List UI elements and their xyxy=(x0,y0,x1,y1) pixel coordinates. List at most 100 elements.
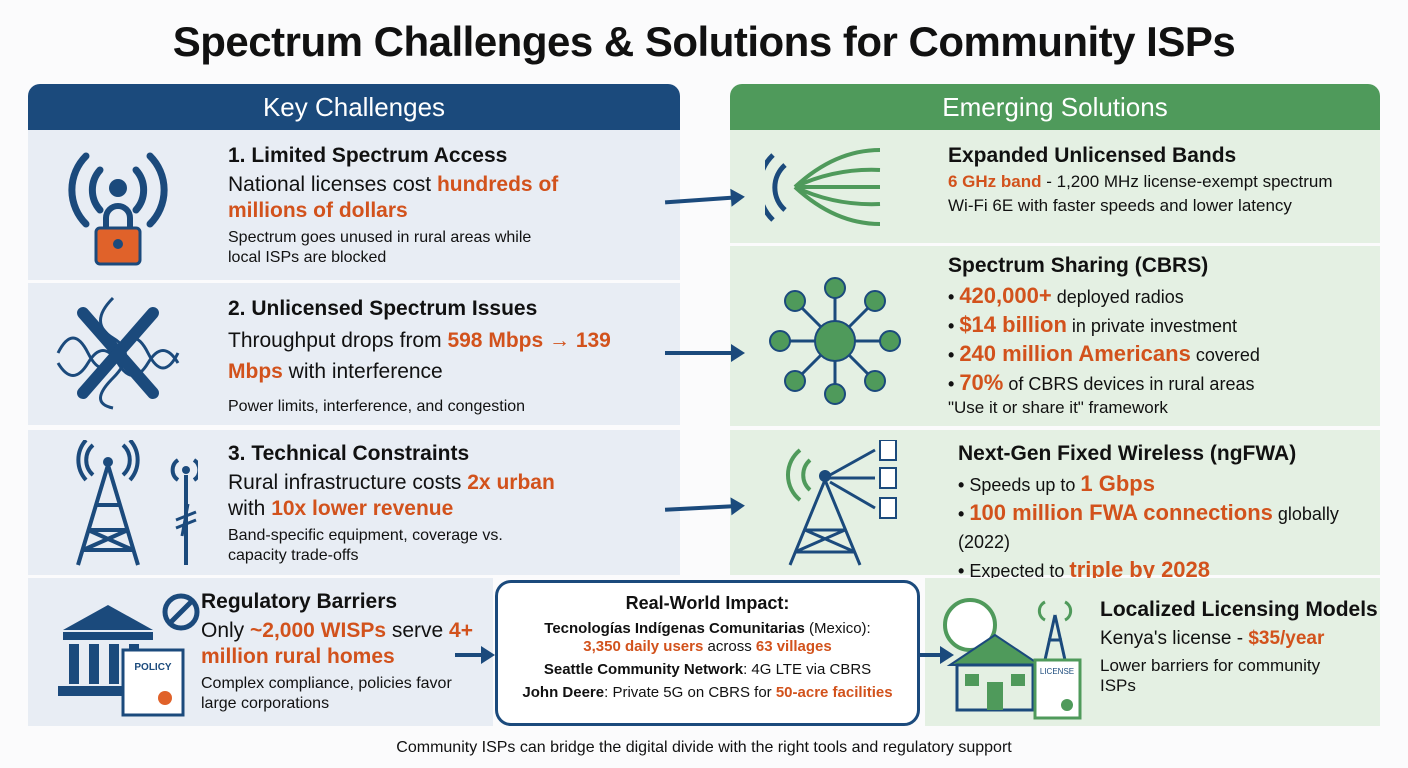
solution-row: LICENSE Localized Licensing Models Kenya… xyxy=(925,578,1380,726)
bullet-item: Speeds up to 1 Gbps xyxy=(958,470,1378,499)
text-segment: National licenses cost xyxy=(228,173,437,196)
arrow-icon xyxy=(455,646,495,664)
highlight-text: 100 million FWA connections xyxy=(969,500,1273,525)
text-segment: Only xyxy=(201,619,251,642)
challenge-row: POLICY Regulatory Barriers Only ~2,000 W… xyxy=(28,578,493,726)
bullet-item: 70% of CBRS devices in rural areas xyxy=(948,369,1378,398)
highlight-text: 4+ million rural homes xyxy=(201,619,473,668)
challenge-text: 3. Technical Constraints Rural infrastru… xyxy=(228,442,668,566)
highlight-text: 10x lower revenue xyxy=(271,497,454,520)
rich-text: John Deere: Private 5G on CBRS for 50-ac… xyxy=(498,684,917,702)
challenge-row: 1. Limited Spectrum Access National lice… xyxy=(28,130,680,280)
highlight-text: triple by 2028 xyxy=(1069,557,1211,582)
highlight-text: 1 Gbps xyxy=(1080,471,1155,496)
text-segment: "Use it or share it" framework xyxy=(948,398,1168,417)
rich-text: Spectrum goes unused in rural areas whil… xyxy=(228,228,538,268)
text-segment: in private investment xyxy=(1066,316,1237,336)
text-segment: Band-specific equipment, coverage vs. ca… xyxy=(228,527,503,564)
text-segment: serve xyxy=(386,619,450,642)
rich-text: Kenya's license - $35/year xyxy=(1100,626,1380,652)
text-segment: Speeds up to xyxy=(969,475,1081,495)
interference-wave-icon xyxy=(56,296,180,410)
text-segment: Power limits, interference, and congesti… xyxy=(228,398,526,415)
bullet-item: 240 million Americans covered xyxy=(948,340,1378,369)
challenge-heading: 1. Limited Spectrum Access xyxy=(228,144,508,167)
bullet-list: 420,000+ deployed radios $14 billion in p… xyxy=(948,282,1378,398)
bold-text: John Deere xyxy=(522,684,605,701)
solution-text: Spectrum Sharing (CBRS) 420,000+ deploye… xyxy=(948,254,1378,418)
solution-text: Expanded Unlicensed Bands 6 GHz band - 1… xyxy=(948,144,1378,216)
solution-text: Next-Gen Fixed Wireless (ngFWA) Speeds u… xyxy=(958,442,1378,585)
arrow-icon xyxy=(920,646,954,664)
bold-text: Seattle Community Network xyxy=(543,661,744,678)
arrow-icon xyxy=(665,344,745,362)
highlight-text: $35/year xyxy=(1248,628,1325,649)
rich-text: Power limits, interference, and congesti… xyxy=(228,397,668,417)
highlight-text: 598 Mbps → 139 Mbps xyxy=(228,329,611,383)
highlight-text: hundreds of millions of dollars xyxy=(228,173,559,222)
page-title: Spectrum Challenges & Solutions for Comm… xyxy=(172,18,1236,65)
rich-text: Only ~2,000 WISPs serve 4+ million rural… xyxy=(201,618,491,670)
rich-text: Wi-Fi 6E with faster speeds and lower la… xyxy=(948,196,1378,216)
text-segment: : 4G LTE via CBRS xyxy=(743,661,872,678)
svg-text:LICENSE: LICENSE xyxy=(1040,667,1074,676)
challenge-text: Regulatory Barriers Only ~2,000 WISPs se… xyxy=(201,590,491,714)
local-license-icon: LICENSE xyxy=(943,598,1082,720)
challenge-text: 2. Unlicensed Spectrum Issues Throughput… xyxy=(228,297,668,417)
bullet-list: Speeds up to 1 Gbps100 million FWA conne… xyxy=(958,470,1378,585)
text-segment: - 1,200 MHz license-exempt spectrum xyxy=(1041,172,1333,191)
rich-text: Band-specific equipment, coverage vs. ca… xyxy=(228,526,558,566)
text-segment: Wi-Fi 6E with faster speeds and lower la… xyxy=(948,196,1292,215)
highlight-text: 6 GHz band xyxy=(948,172,1042,191)
footer-note: Community ISPs can bridge the digital di… xyxy=(396,739,1012,756)
svg-text:POLICY: POLICY xyxy=(134,662,172,673)
text-segment: with interference xyxy=(282,360,443,383)
highlight-text: 2x urban xyxy=(467,471,555,494)
bullet-item: 100 million FWA connections globally (20… xyxy=(958,499,1378,556)
text-segment: deployed radios xyxy=(1051,287,1184,307)
solution-text: Localized Licensing Models Kenya's licen… xyxy=(1100,598,1380,696)
rich-text: National licenses cost hundreds of milli… xyxy=(228,172,568,224)
text-segment: of CBRS devices in rural areas xyxy=(1003,374,1255,394)
government-policy-icon: POLICY xyxy=(58,593,200,717)
impact-title: Real-World Impact: xyxy=(625,593,790,613)
network-hub-icon xyxy=(769,277,901,405)
solution-row: Expanded Unlicensed Bands 6 GHz band - 1… xyxy=(730,130,1380,243)
solution-heading: Localized Licensing Models xyxy=(1100,598,1378,621)
bold-text: Tecnologías Indígenas Comunitarias xyxy=(544,620,805,637)
solution-heading: Spectrum Sharing (CBRS) xyxy=(948,254,1209,277)
rich-text: Lower barriers for community ISPs xyxy=(1100,656,1350,696)
text-segment: with xyxy=(228,497,272,520)
text-segment: : Private 5G on CBRS for xyxy=(604,684,776,701)
highlight-text: 420,000+ xyxy=(959,283,1052,308)
rich-text: Seattle Community Network: 4G LTE via CB… xyxy=(498,661,917,679)
highlight-text: $14 billion xyxy=(959,312,1067,337)
challenge-row: 2. Unlicensed Spectrum Issues Throughput… xyxy=(28,283,680,425)
text-segment: covered xyxy=(1190,345,1260,365)
rich-text: Throughput drops from 598 Mbps → 139 Mbp… xyxy=(228,325,668,387)
rich-text: Tecnologías Indígenas Comunitarias (Mexi… xyxy=(498,620,917,638)
text-segment: Expected to xyxy=(969,561,1070,581)
text-segment: across xyxy=(703,638,756,655)
bullet-item: $14 billion in private investment xyxy=(948,311,1378,340)
rich-text: Rural infrastructure costs 2x urban with… xyxy=(228,470,588,522)
highlight-text: 50-acre facilities xyxy=(775,684,893,701)
towers-icon xyxy=(76,440,198,566)
text-segment: Rural infrastructure costs xyxy=(228,471,468,494)
rich-text: "Use it or share it" framework xyxy=(948,398,1378,418)
challenge-text: 1. Limited Spectrum Access National lice… xyxy=(228,144,668,268)
challenge-heading: 2. Unlicensed Spectrum Issues xyxy=(228,297,538,320)
solution-heading: Next-Gen Fixed Wireless (ngFWA) xyxy=(958,442,1297,465)
text-segment: Spectrum goes unused in rural areas whil… xyxy=(228,229,532,266)
fixed-wireless-tower-icon xyxy=(786,440,897,566)
rich-text: 3,350 daily users across 63 villages xyxy=(498,638,917,656)
highlight-text: 63 villages xyxy=(755,638,832,655)
bullet-item: Expected to triple by 2028 xyxy=(958,556,1378,585)
text-segment: Complex compliance, policies favor large… xyxy=(201,675,452,712)
solution-row: Next-Gen Fixed Wireless (ngFWA) Speeds u… xyxy=(730,430,1380,582)
highlight-text: 240 million Americans xyxy=(959,341,1191,366)
solution-heading: Expanded Unlicensed Bands xyxy=(948,144,1237,167)
real-world-impact-box: Real-World Impact: Tecnologías Indígenas… xyxy=(495,580,920,726)
highlight-text: 3,350 daily users xyxy=(583,638,704,655)
solution-row: Spectrum Sharing (CBRS) 420,000+ deploye… xyxy=(730,246,1380,426)
